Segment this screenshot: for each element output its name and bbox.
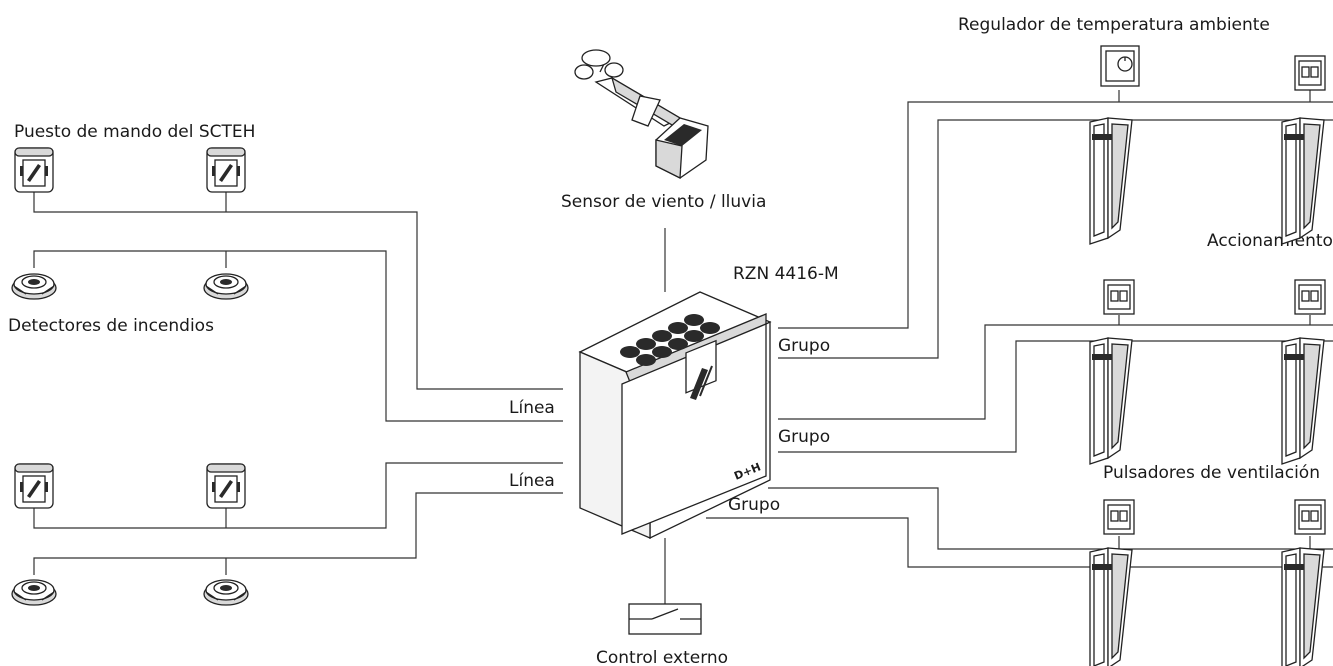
vent-button-icon	[1294, 279, 1326, 315]
label-accionamiento: Accionamiento	[1207, 231, 1333, 251]
vent-button-icon	[1103, 279, 1135, 315]
wind-rain-sensor-icon	[574, 49, 709, 180]
wire-puesto-bottom	[33, 462, 563, 529]
label-grupo-3: Grupo	[728, 495, 780, 515]
vent-button-icon	[1294, 499, 1326, 535]
external-control-switch-icon	[628, 603, 702, 635]
wire-puesto-top	[33, 190, 563, 390]
window-actuator-icon	[1281, 117, 1325, 245]
label-linea-2: Línea	[509, 471, 555, 491]
wire-drop-2	[1118, 315, 1311, 352]
room-thermostat-icon	[1100, 45, 1140, 87]
cable-glands	[620, 314, 720, 366]
window-actuator-icon	[1281, 337, 1325, 465]
manual-call-point-icon	[14, 147, 54, 193]
smoke-detector-icon	[11, 579, 57, 606]
label-sensor: Sensor de viento / lluvia	[561, 192, 766, 212]
wire-grupo1-a	[778, 101, 1333, 329]
rzn-control-box: D+H	[578, 291, 772, 540]
wire-drop-1	[1118, 90, 1311, 128]
label-grupo-1: Grupo	[778, 336, 830, 356]
label-puesto: Puesto de mando del SCTEH	[14, 122, 255, 142]
wire-grupo2-b	[778, 340, 1333, 453]
window-actuator-icon	[1089, 117, 1133, 245]
label-pulsadores: Pulsadores de ventilación	[1103, 463, 1320, 483]
wire-detectores-top	[33, 250, 563, 422]
window-actuator-icon	[1281, 547, 1325, 666]
manual-call-point-icon	[206, 463, 246, 509]
smoke-detector-icon	[203, 579, 249, 606]
vent-button-icon	[1294, 55, 1326, 91]
wire-detectores-bottom	[33, 492, 563, 575]
label-detectores: Detectores de incendios	[8, 316, 214, 336]
smoke-detector-icon	[11, 273, 57, 300]
window-actuator-icon	[1089, 337, 1133, 465]
label-grupo-2: Grupo	[778, 427, 830, 447]
wire-grupo3-b	[768, 487, 1333, 550]
wire-drop-3	[1118, 536, 1311, 575]
wire-grupo2-a	[778, 324, 1333, 420]
window-actuator-icon	[1089, 547, 1133, 666]
wire-grupo1-b	[778, 119, 1333, 359]
label-rzn: RZN 4416-M	[733, 264, 839, 284]
smoke-detector-icon	[203, 273, 249, 300]
manual-call-point-icon	[14, 463, 54, 509]
label-linea-1: Línea	[509, 398, 555, 418]
manual-call-point-icon	[206, 147, 246, 193]
label-regulador: Regulador de temperatura ambiente	[958, 15, 1270, 35]
wire-grupo3-a	[706, 517, 1333, 568]
label-control: Control externo	[596, 648, 728, 666]
vent-button-icon	[1103, 499, 1135, 535]
